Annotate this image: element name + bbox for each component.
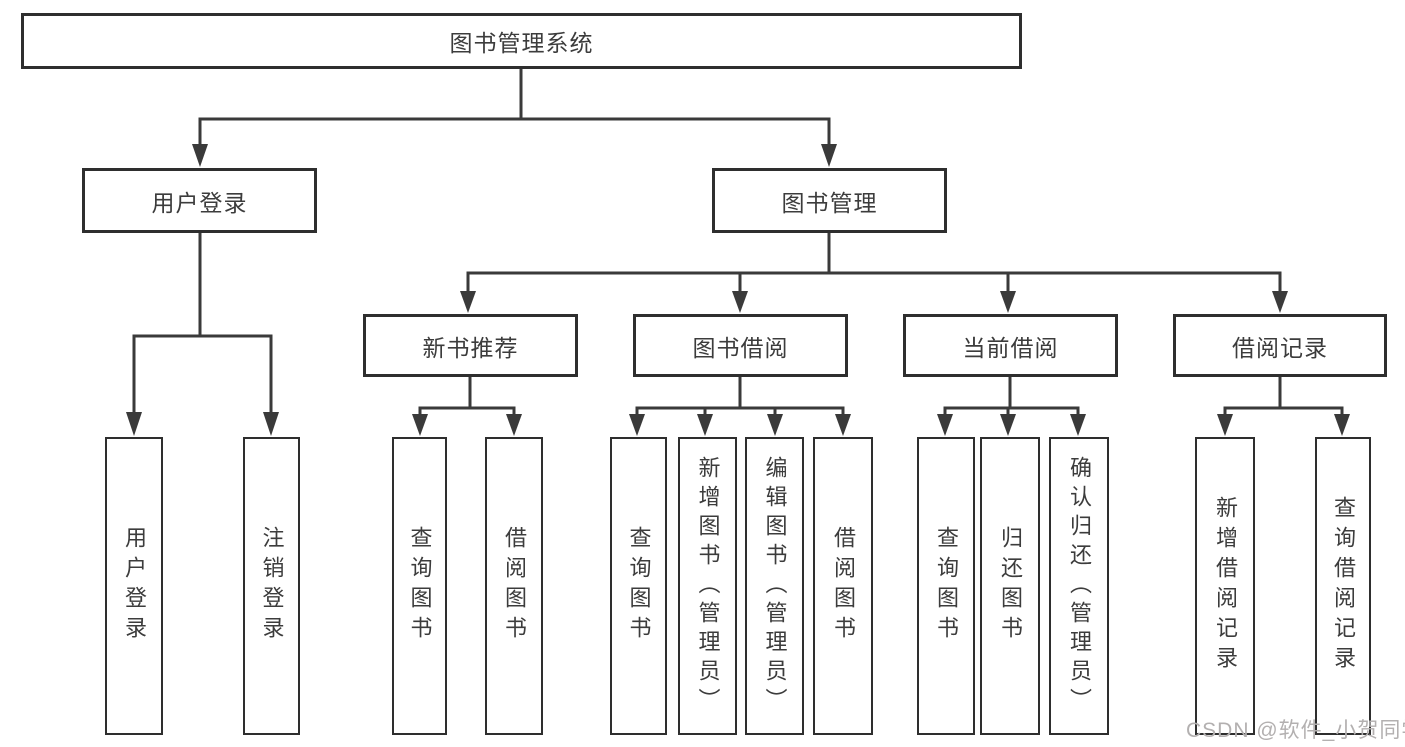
node-query-books-current: 查询图书 [917,437,975,735]
node-label: 图书管理系统 [449,30,594,56]
node-logout: 注销登录 [243,437,300,735]
node-user-login: 用户登录 [82,168,317,233]
node-label: 当前借阅 [962,334,1059,361]
node-label: 查询图书 [407,526,433,646]
node-system-root: 图书管理系统 [21,13,1022,69]
node-label: 图书借阅 [692,334,789,361]
node-label: 借阅记录 [1232,334,1328,361]
node-label: 借阅图书 [831,526,856,646]
node-label: 查询借阅记录 [1331,496,1356,676]
node-label: 新书推荐 [422,334,519,361]
node-label: 新增图书（管理员） [695,455,721,717]
watermark: CSDN @软件_小贺同学 [1186,719,1405,742]
node-label: 确认归还（管理员） [1067,455,1092,717]
node-label: 用户登录 [122,526,147,646]
node-label: 查询图书 [626,526,652,646]
node-query-books-borrow: 查询图书 [610,437,667,735]
node-query-borrow-record: 查询借阅记录 [1315,437,1371,735]
node-label: 归还图书 [998,526,1023,646]
node-label: 用户登录 [151,189,248,216]
node-label: 借阅图书 [502,526,527,646]
node-add-borrow-record: 新增借阅记录 [1195,437,1255,735]
node-borrow-books-leaf: 借阅图书 [813,437,873,735]
node-book-borrow: 图书借阅 [633,314,848,377]
node-label: 查询图书 [934,526,959,646]
node-label: 注销登录 [259,526,285,646]
node-user-login-leaf: 用户登录 [105,437,163,735]
node-label: 新增借阅记录 [1213,496,1238,676]
node-add-book-admin: 新增图书（管理员） [678,437,737,735]
node-edit-book-admin: 编辑图书（管理员） [745,437,804,735]
node-book-management: 图书管理 [712,168,947,233]
node-confirm-return-admin: 确认归还（管理员） [1049,437,1109,735]
node-return-book: 归还图书 [980,437,1040,735]
node-query-books-recommend: 查询图书 [392,437,447,735]
node-borrow-records: 借阅记录 [1173,314,1387,377]
node-new-book-recommend: 新书推荐 [363,314,578,377]
node-label: 编辑图书（管理员） [762,455,788,717]
node-label: 图书管理 [781,189,878,216]
node-borrow-books-recommend: 借阅图书 [485,437,543,735]
node-current-borrow: 当前借阅 [903,314,1118,377]
